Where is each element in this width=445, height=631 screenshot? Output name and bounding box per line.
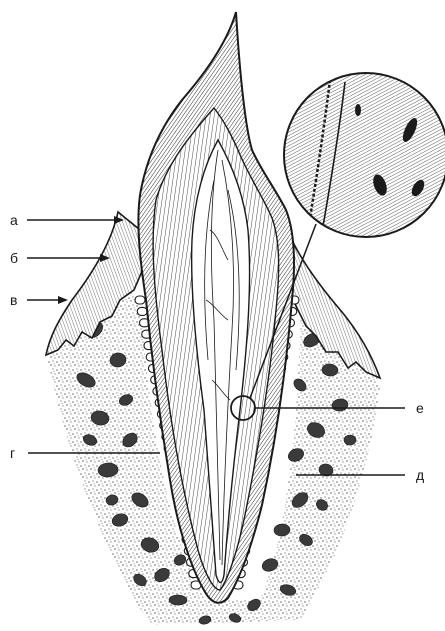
label-v: в (10, 292, 17, 308)
ligament-fiber-bundle (135, 296, 145, 304)
label-d: д (416, 467, 424, 483)
bone-trabecula (344, 435, 356, 445)
label-a: а (10, 212, 18, 228)
label-b: б (10, 250, 18, 266)
ligament-fiber-bundle (137, 307, 147, 315)
label-g: г (10, 445, 15, 461)
label-e: е (416, 400, 424, 416)
